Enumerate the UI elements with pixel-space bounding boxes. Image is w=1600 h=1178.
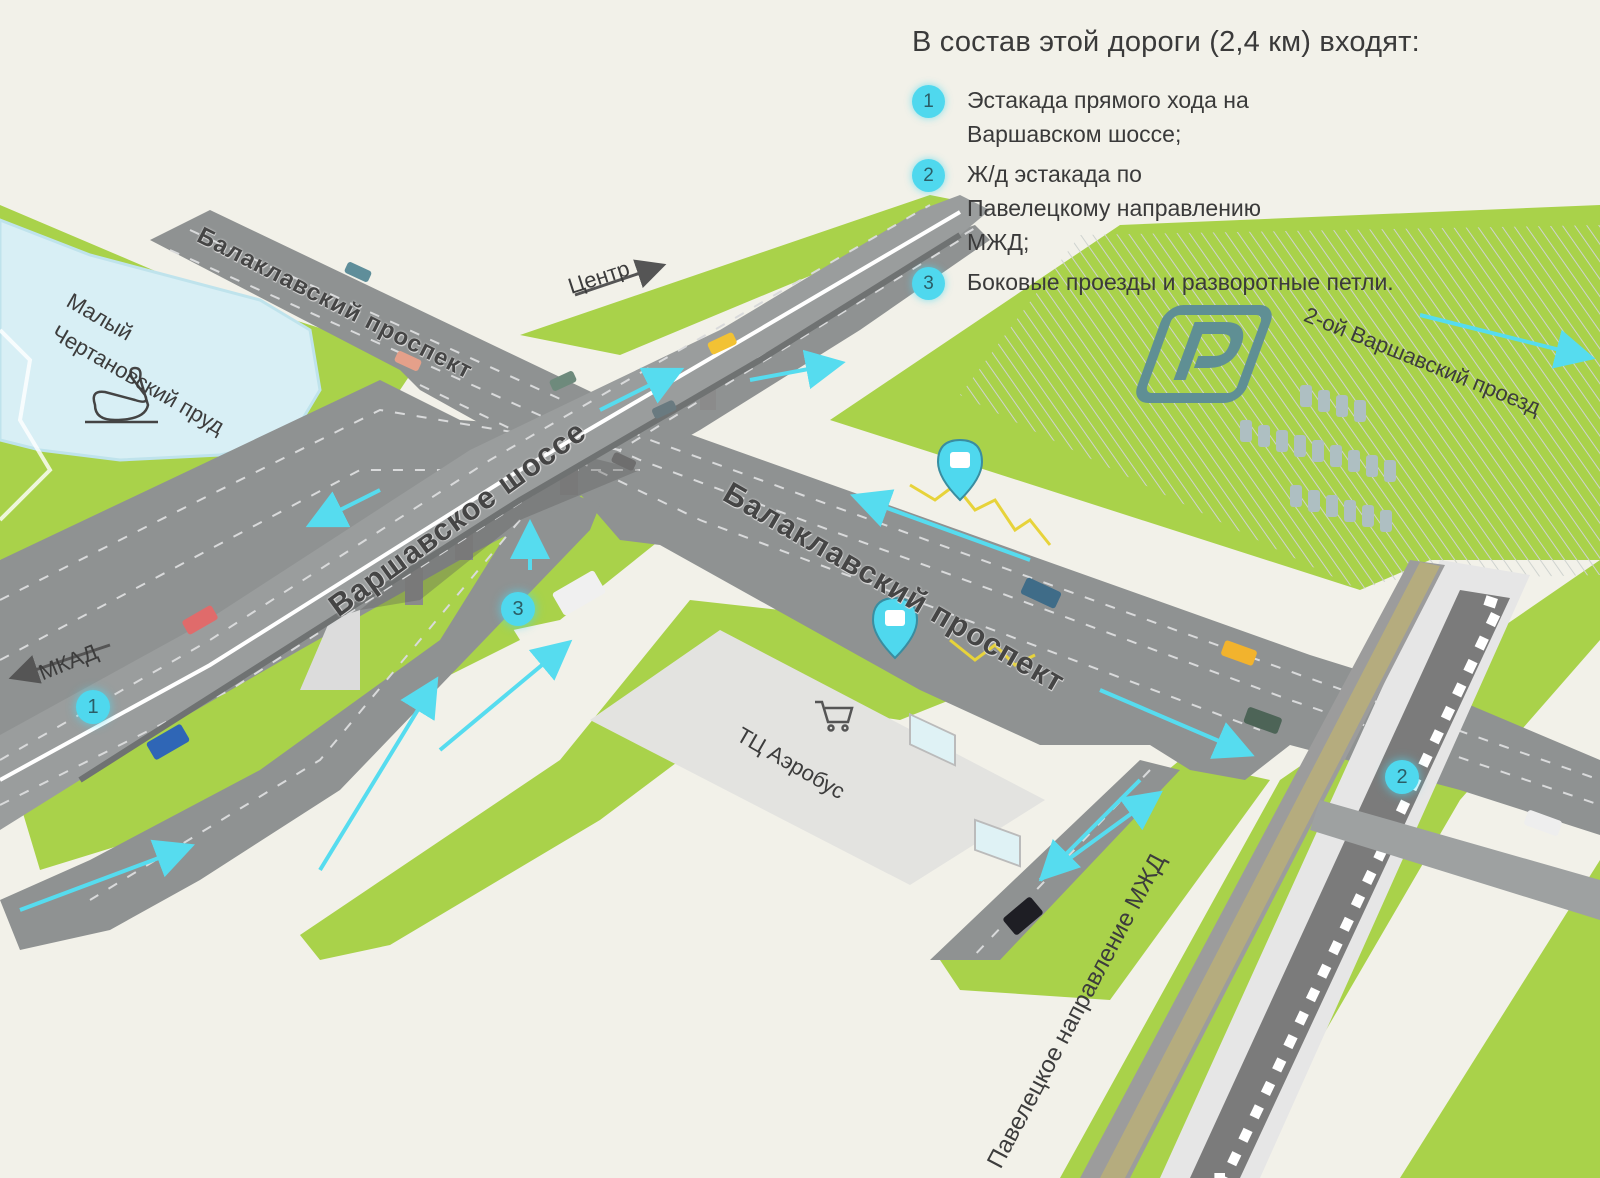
legend-text-1: Эстакада прямого хода на Варшавском шосс… xyxy=(967,87,1249,147)
legend-badge-2: 2 xyxy=(912,159,945,192)
map-badge-3: 3 xyxy=(501,592,535,626)
parked-cars xyxy=(1240,385,1396,532)
legend-item-1: 1 Эстакада прямого хода на Варшавском шо… xyxy=(912,83,1552,151)
mall-footprint xyxy=(590,630,1045,885)
swan-icon xyxy=(85,366,158,424)
railway xyxy=(1080,560,1600,1178)
cars xyxy=(146,262,1562,935)
map-badge-2: 2 xyxy=(1385,760,1419,794)
map-badge-1: 1 xyxy=(76,690,110,724)
parking-lot xyxy=(960,225,1600,590)
parking-icon xyxy=(1136,305,1272,403)
legend: В состав этой дороги (2,4 км) входят: 1 … xyxy=(912,26,1552,306)
legend-badge-1: 1 xyxy=(912,85,945,118)
direction-arrows xyxy=(19,313,1596,912)
bus-stop-icon xyxy=(871,438,1021,868)
flyover xyxy=(0,195,990,830)
shopping-cart-icon xyxy=(815,700,854,732)
legend-item-2: 2 Ж/д эстакада по Павелецкому направлени… xyxy=(912,157,1552,259)
bus-zigzags xyxy=(909,482,1052,667)
legend-text-2: Ж/д эстакада по Павелецкому направлению … xyxy=(967,161,1262,255)
legend-item-3: 3 Боковые проезды и разворотные петли. xyxy=(912,265,1552,300)
legend-text-3: Боковые проезды и разворотные петли. xyxy=(967,269,1394,295)
legend-badge-3: 3 xyxy=(912,267,945,300)
legend-title: В состав этой дороги (2,4 км) входят: xyxy=(912,26,1420,58)
gray-arrows xyxy=(8,259,667,684)
